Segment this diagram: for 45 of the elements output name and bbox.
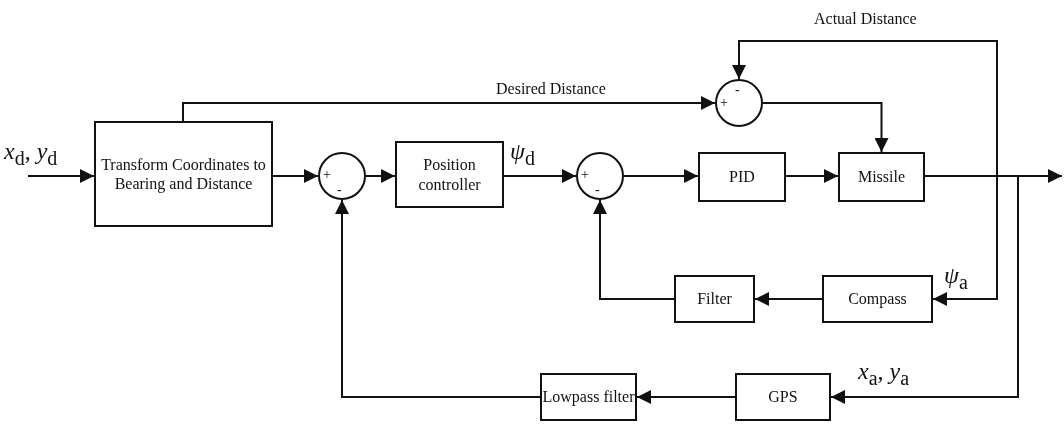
signal-label: x$_{d}$, y$_{d}$ xyxy=(4,138,58,169)
sign-symbol: + xyxy=(581,168,589,182)
process-box xyxy=(838,152,925,202)
summing-junction xyxy=(318,152,366,200)
process-box xyxy=(395,141,504,208)
signal-label: Actual Distance xyxy=(814,10,917,28)
process-box xyxy=(540,373,637,421)
arrow xyxy=(636,390,736,404)
arrow xyxy=(365,169,396,183)
arrow xyxy=(335,199,541,398)
process-box xyxy=(735,373,831,421)
box-label: GPS xyxy=(768,387,798,407)
arrow xyxy=(732,40,998,177)
process-box xyxy=(94,121,273,227)
summing-junction xyxy=(576,152,624,200)
box-label: Missile xyxy=(857,167,906,187)
signal-label: Desired Distance xyxy=(496,80,606,98)
arrow xyxy=(785,169,839,183)
sign-symbol: - xyxy=(595,183,600,197)
box-label: Transform Coordinates to Bearing and Distance xyxy=(100,154,267,194)
sign-symbol: - xyxy=(337,183,342,197)
box-label: Position controller xyxy=(417,155,482,194)
arrow xyxy=(754,292,823,306)
process-box xyxy=(674,275,755,323)
arrow xyxy=(623,169,699,183)
sign-symbol: + xyxy=(323,168,331,182)
signal-label: ψ$_{a}$ xyxy=(944,262,968,293)
box-label: PID xyxy=(729,167,755,187)
box-label: Lowpass filter xyxy=(542,387,635,407)
arrow xyxy=(593,199,675,300)
summing-junction xyxy=(715,79,763,127)
sign-symbol: + xyxy=(720,96,728,110)
arrow xyxy=(830,175,1019,404)
sign-symbol: - xyxy=(735,83,740,97)
box-label: Compass xyxy=(848,289,907,309)
signal-label: x$_{a}$, y$_{a}$ xyxy=(858,358,910,389)
arrow xyxy=(762,102,889,153)
arrow xyxy=(272,169,319,183)
signal-label: ψ$_{d}$ xyxy=(510,138,535,169)
process-box xyxy=(822,275,933,323)
arrow xyxy=(27,169,95,183)
arrow xyxy=(503,169,577,183)
box-label: Filter xyxy=(697,289,732,309)
arrow xyxy=(182,96,716,122)
process-box xyxy=(698,152,786,202)
